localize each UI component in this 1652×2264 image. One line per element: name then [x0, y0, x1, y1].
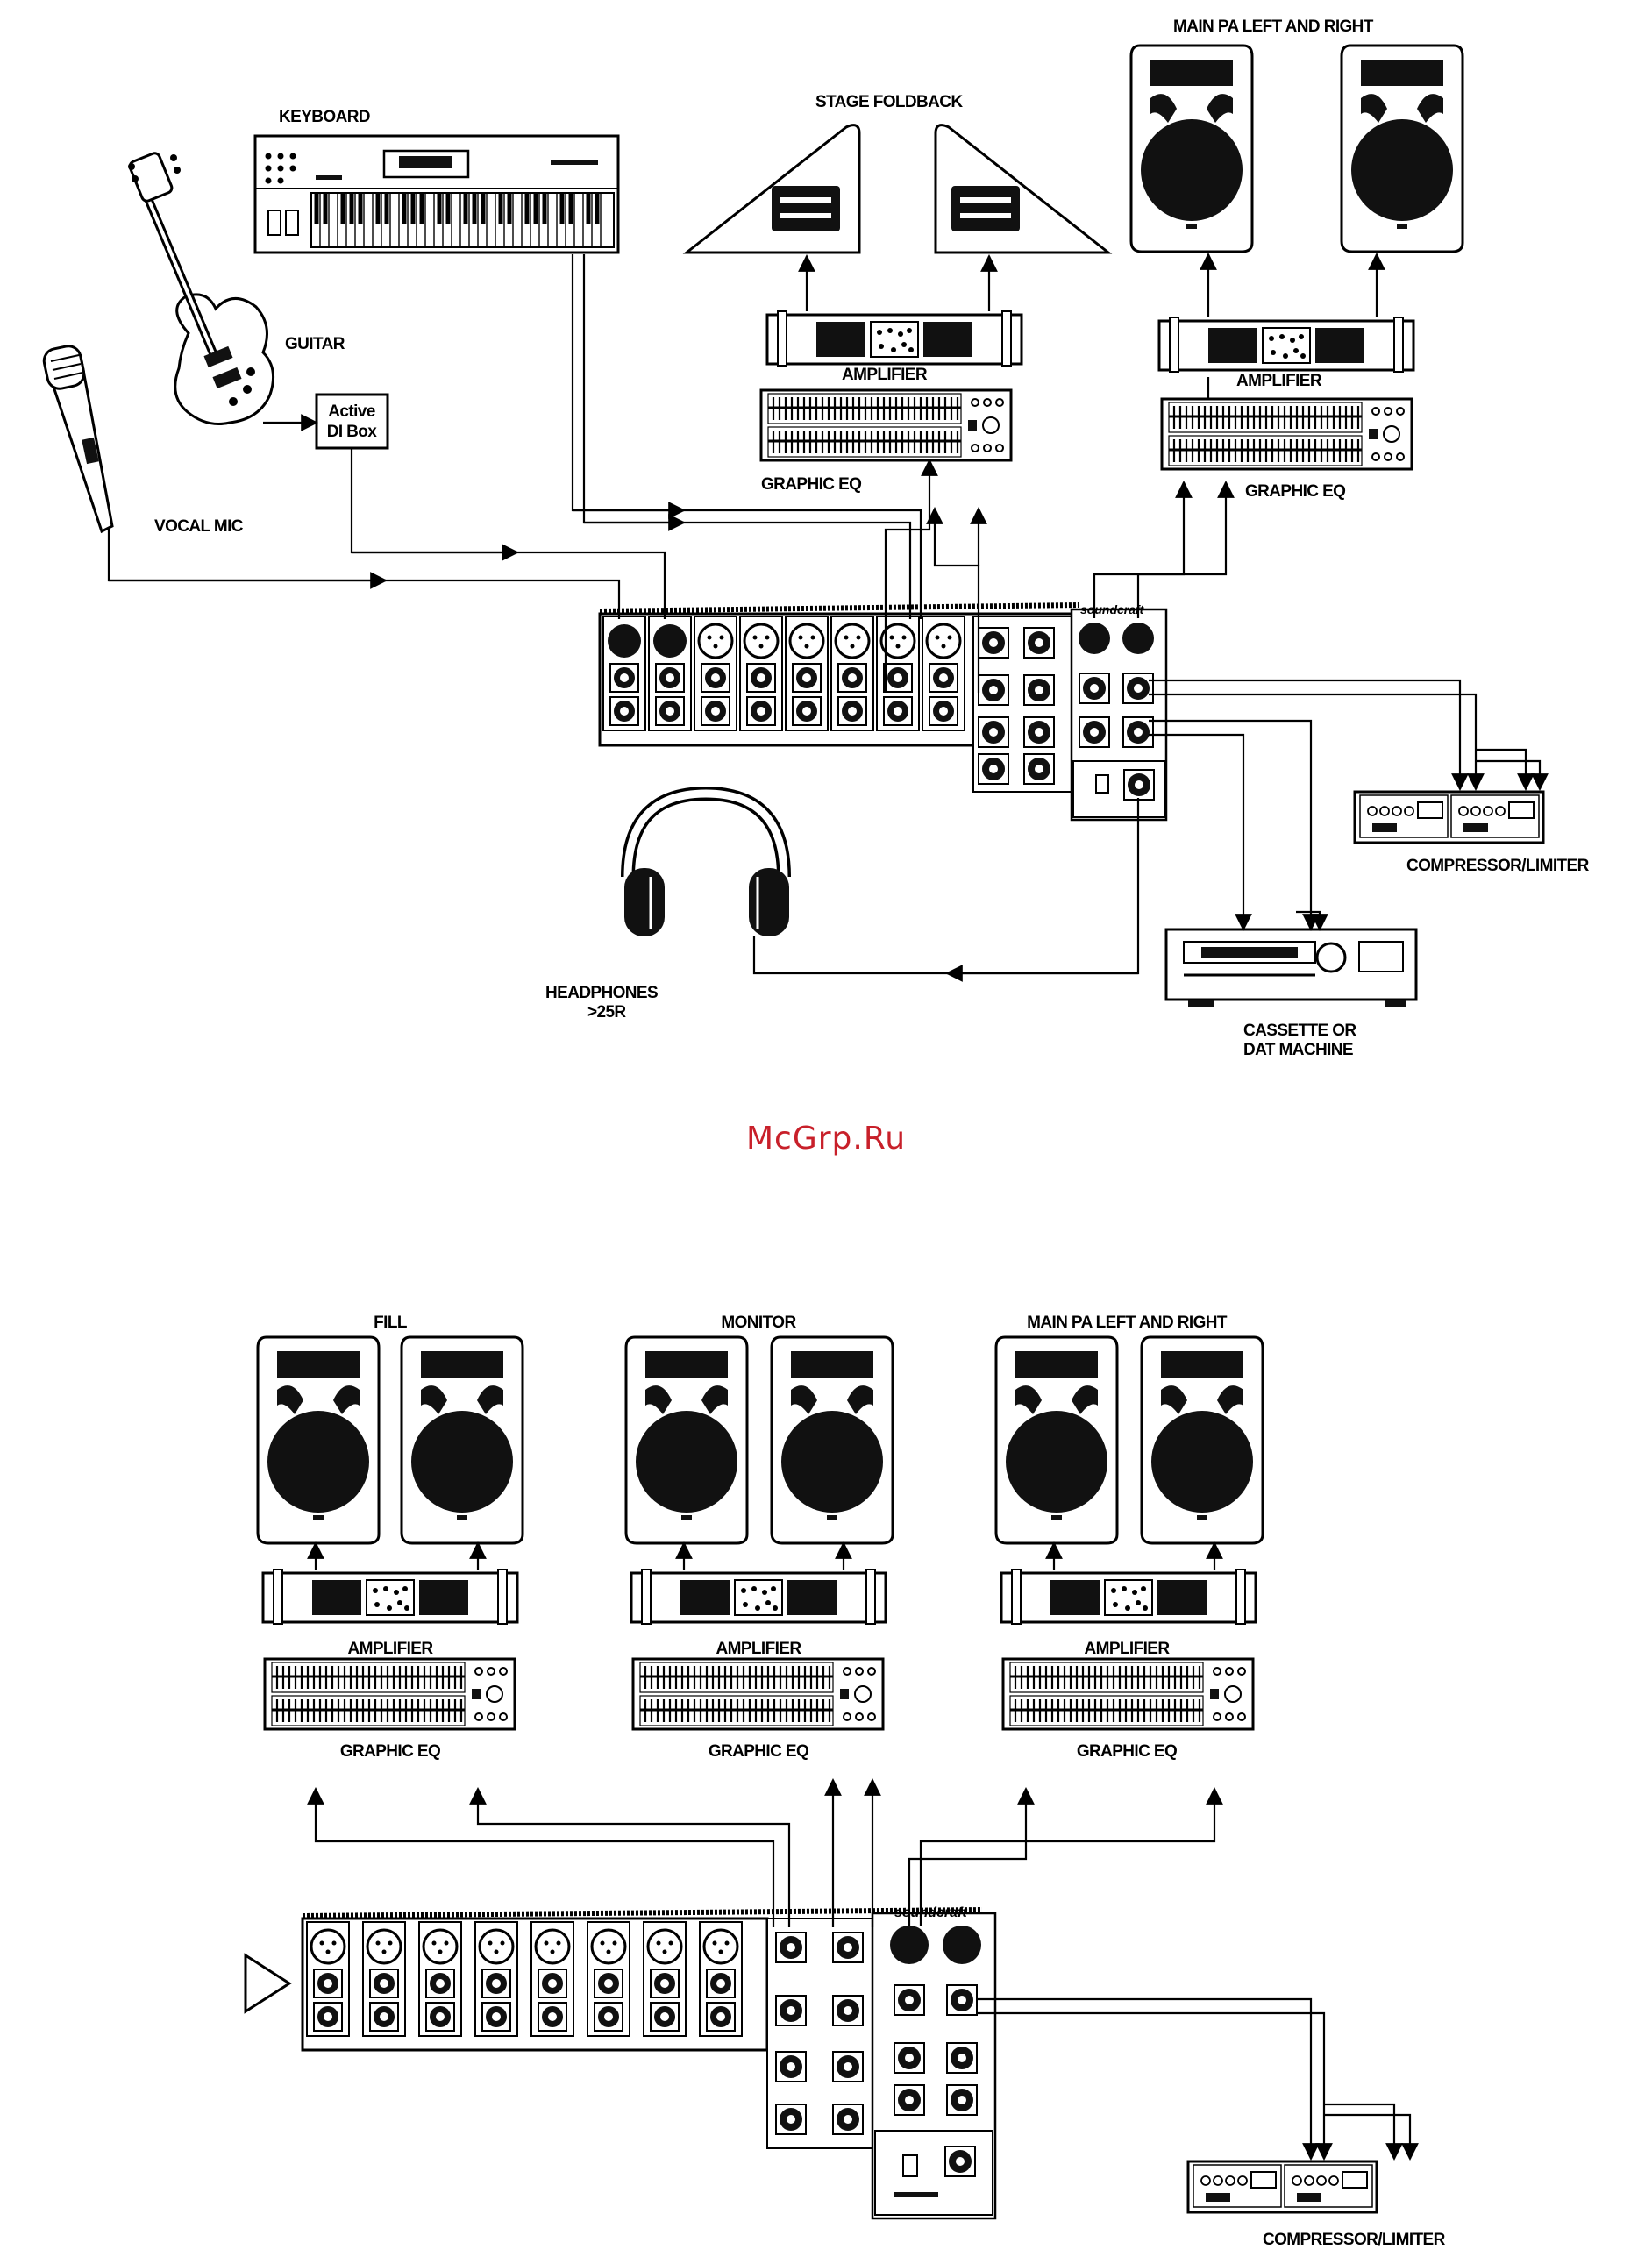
graphic-eq-label: GRAPHIC EQ	[340, 1742, 440, 1761]
foldback-graphic-eq	[759, 388, 1013, 462]
monitor-label: MONITOR	[721, 1314, 796, 1332]
amplifier-label: AMPLIFIER	[842, 366, 928, 384]
main-pa-speaker-left	[1129, 44, 1254, 253]
main-pa-speaker-right	[1340, 44, 1464, 253]
monitor-graphic-eq	[631, 1657, 885, 1731]
stage-foldback-monitors	[682, 124, 1113, 254]
cables-1	[107, 253, 1549, 982]
monitor-amplifier	[630, 1568, 887, 1626]
fill-speaker-left	[256, 1335, 381, 1545]
main-pa-label: MAIN PA LEFT AND RIGHT	[1027, 1314, 1228, 1332]
fill-graphic-eq	[263, 1657, 516, 1731]
main-graphic-eq	[1001, 1657, 1255, 1731]
keyboard	[253, 134, 620, 254]
graphic-eq-label: GRAPHIC EQ	[1077, 1742, 1177, 1761]
graphic-eq-label: GRAPHIC EQ	[761, 475, 861, 494]
watermark: McGrp.Ru	[746, 1121, 906, 1157]
mixer-1: soundcraft	[598, 602, 1168, 822]
headphones-impedance-label: >25R	[587, 1003, 626, 1022]
vocal-mic	[42, 345, 114, 534]
cables-2	[307, 1541, 1419, 2161]
compressor-label: COMPRESSOR/LIMITER	[1263, 2231, 1446, 2249]
amplifier-label: AMPLIFIER	[348, 1640, 434, 1658]
monitor-speaker-left	[624, 1335, 749, 1545]
di-box-label: Active	[328, 402, 374, 421]
keyboard-label: KEYBOARD	[279, 108, 370, 126]
amplifier-label: AMPLIFIER	[1236, 372, 1322, 390]
amplifier-label: AMPLIFIER	[716, 1640, 802, 1658]
input-triangle-icon	[244, 1953, 292, 2014]
compressor-2	[1186, 2160, 1378, 2214]
mixer-2: soundcraft	[301, 1905, 997, 2220]
dat-machine-label: DAT MACHINE	[1243, 1041, 1353, 1059]
headphones-label: HEADPHONES	[545, 984, 658, 1002]
diagram-2: FILL MONITOR MAIN PA LEFT AND RIGHT AMPL…	[244, 1314, 1446, 2249]
main-pa-label: MAIN PA LEFT AND RIGHT	[1173, 18, 1374, 36]
main-pa-speaker-left	[994, 1335, 1119, 1545]
headphones	[621, 786, 791, 936]
main-graphic-eq	[1160, 397, 1413, 471]
stage-foldback-label: STAGE FOLDBACK	[815, 93, 963, 111]
brand-logo: soundcraft	[894, 1905, 967, 1920]
main-amplifier	[1157, 316, 1415, 374]
amplifier-label: AMPLIFIER	[1085, 1640, 1171, 1658]
fill-speaker-right	[400, 1335, 524, 1545]
monitor-speaker-right	[770, 1335, 894, 1545]
graphic-eq-label: GRAPHIC EQ	[709, 1742, 808, 1761]
cassette-label: CASSETTE OR	[1243, 1022, 1356, 1040]
fill-amplifier	[261, 1568, 519, 1626]
active-di-box: Active DI Box	[315, 393, 389, 450]
compressor-label: COMPRESSOR/LIMITER	[1406, 857, 1590, 875]
di-box-label-2: DI Box	[327, 423, 378, 441]
compressor-1	[1353, 790, 1545, 844]
main-pa-speaker-right	[1140, 1335, 1264, 1545]
foldback-amplifier	[765, 310, 1023, 367]
brand-logo: soundcraft	[1080, 602, 1145, 616]
vocal-mic-label: VOCAL MIC	[154, 517, 244, 536]
graphic-eq-label: GRAPHIC EQ	[1245, 482, 1345, 501]
fill-label: FILL	[374, 1314, 408, 1332]
guitar-label: GUITAR	[285, 335, 345, 353]
cassette-dat-machine	[1164, 928, 1418, 1007]
diagram-1: KEYBOARD STAGE FOLDBACK MAIN PA LEFT AND…	[42, 18, 1590, 1059]
main-amplifier	[1000, 1568, 1257, 1626]
guitar	[128, 152, 275, 425]
